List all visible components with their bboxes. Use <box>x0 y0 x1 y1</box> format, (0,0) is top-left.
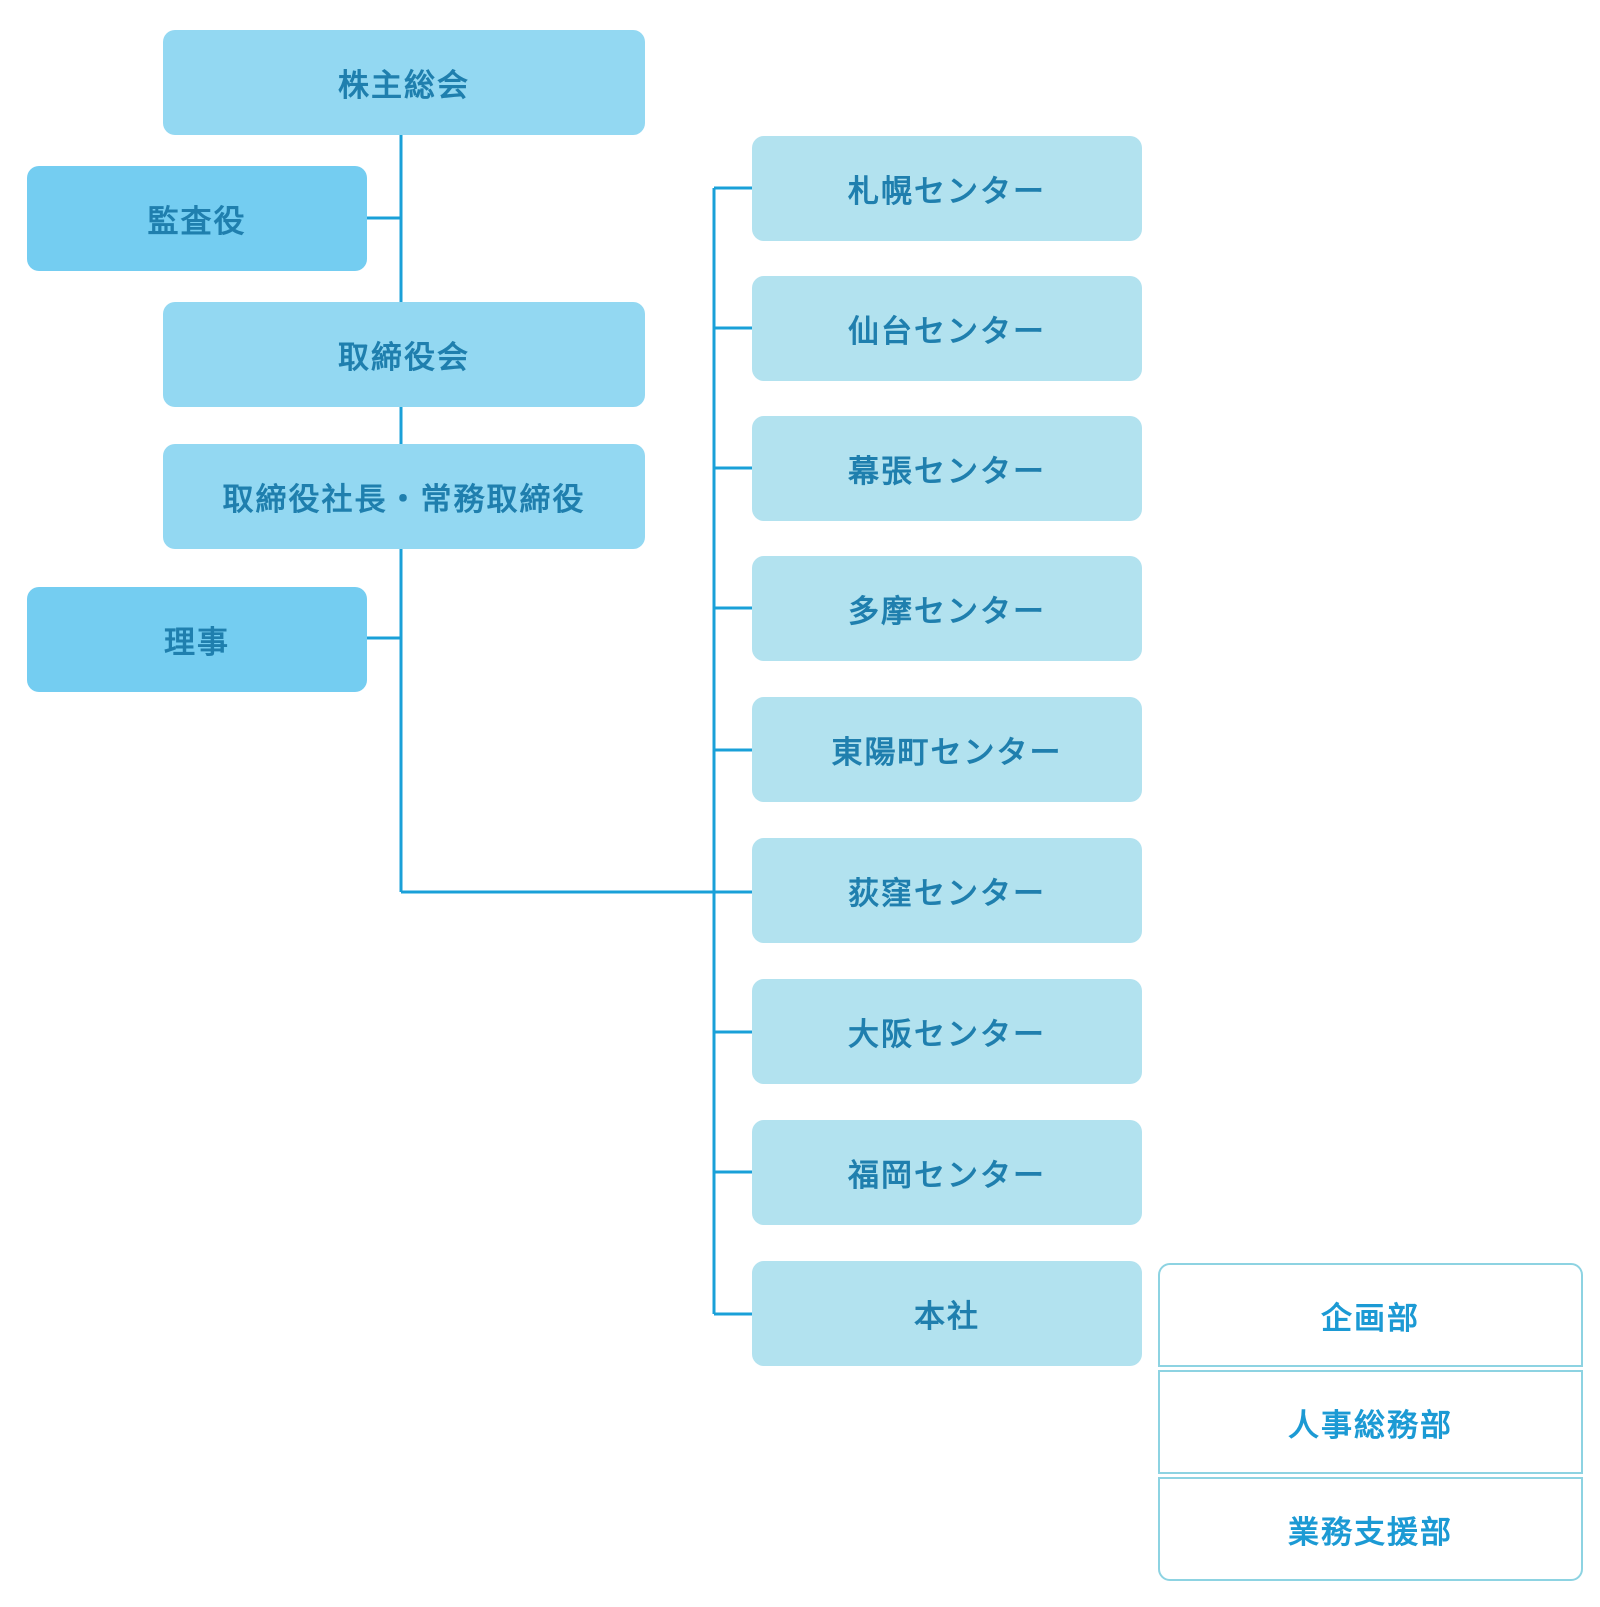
head-office-label: 本社 <box>914 1299 980 1335</box>
president-box: 取締役社長・常務取締役 <box>163 444 645 549</box>
center-label: 荻窪センター <box>848 876 1046 912</box>
department-label: 人事総務部 <box>1288 1407 1453 1444</box>
center-box-sendai: 仙台センター <box>752 276 1142 381</box>
center-box-sapporo: 札幌センター <box>752 136 1142 241</box>
center-label: 大阪センター <box>848 1017 1046 1053</box>
head-office-department-list: 企画部 人事総務部 業務支援部 <box>1158 1263 1583 1581</box>
department-label: 業務支援部 <box>1288 1514 1453 1551</box>
head-office-box: 本社 <box>752 1261 1142 1366</box>
department-label: 企画部 <box>1321 1300 1420 1337</box>
center-box-ogikubo: 荻窪センター <box>752 838 1142 943</box>
auditor-box: 監査役 <box>27 166 367 271</box>
center-label: 東陽町センター <box>831 735 1063 771</box>
center-box-osaka: 大阪センター <box>752 979 1142 1084</box>
board-label: 取締役会 <box>338 340 470 376</box>
auditor-label: 監査役 <box>147 204 247 240</box>
center-label: 幕張センター <box>848 454 1046 490</box>
center-box-toyocho: 東陽町センター <box>752 697 1142 802</box>
center-box-fukuoka: 福岡センター <box>752 1120 1142 1225</box>
shareholders-meeting-box: 株主総会 <box>163 30 645 135</box>
center-label: 札幌センター <box>848 174 1046 210</box>
center-box-makuhari: 幕張センター <box>752 416 1142 521</box>
directors-label: 理事 <box>164 625 230 661</box>
board-box: 取締役会 <box>163 302 645 407</box>
department-item-business-support: 業務支援部 <box>1158 1477 1583 1581</box>
department-item-hr-general-affairs: 人事総務部 <box>1158 1370 1583 1474</box>
directors-box: 理事 <box>27 587 367 692</box>
center-label: 仙台センター <box>848 314 1046 350</box>
president-label: 取締役社長・常務取締役 <box>222 482 586 518</box>
center-box-tama: 多摩センター <box>752 556 1142 661</box>
shareholders-meeting-label: 株主総会 <box>338 68 470 104</box>
department-item-planning: 企画部 <box>1158 1263 1583 1367</box>
center-label: 多摩センター <box>848 594 1046 630</box>
center-label: 福岡センター <box>848 1158 1046 1194</box>
